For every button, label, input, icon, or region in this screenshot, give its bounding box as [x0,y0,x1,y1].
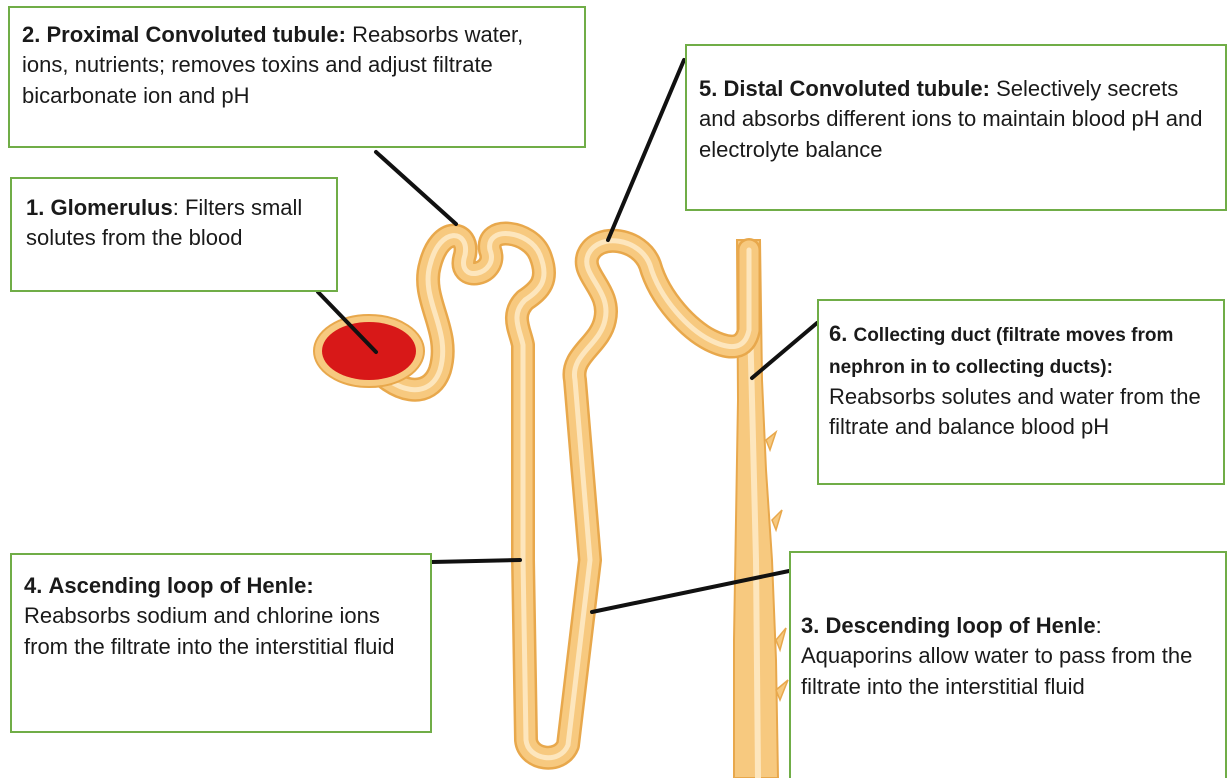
label-colon: : [1096,613,1102,638]
label-title: Collecting duct (filtrate moves from nep… [829,325,1173,378]
leader-line-distal [608,60,684,240]
label-description: Reabsorbs sodium and chlorine ions from … [24,601,420,662]
label-number: 4. [24,573,42,598]
label-number: 6. [829,321,847,346]
label-collecting-duct: 6. Collecting duct (filtrate moves from … [817,299,1225,485]
label-number: 5. [699,76,717,101]
leader-line-proximal [376,152,456,224]
label-number: 1. [26,195,44,220]
label-title: Proximal Convoluted tubule: [46,22,345,47]
label-title: . Descending loop of Henle [813,613,1095,638]
label-glomerulus: 1. Glomerulus: Filters small solutes fro… [10,177,338,292]
label-title: Glomerulus [50,195,172,220]
label-number: 3 [801,613,813,638]
label-ascending-loop-of-henle: 4. Ascending loop of Henle: Reabsorbs so… [10,553,432,733]
label-proximal-convoluted-tubule: 2. Proximal Convoluted tubule: Reabsorbs… [8,6,586,148]
leader-line-ascending [432,560,520,562]
label-description: Aquaporins allow water to pass from the … [801,641,1217,702]
label-title: Distal Convoluted tubule: [723,76,989,101]
label-descending-loop-of-henle: 3. Descending loop of Henle: Aquaporins … [789,551,1227,778]
label-title: Ascending loop of Henle: [48,573,313,598]
glomerulus [314,315,424,387]
label-description: Reabsorbs solutes and water from the fil… [829,382,1215,443]
label-number: 2. [22,22,40,47]
label-distal-convoluted-tubule: 5. Distal Convoluted tubule: Selectively… [685,44,1227,211]
